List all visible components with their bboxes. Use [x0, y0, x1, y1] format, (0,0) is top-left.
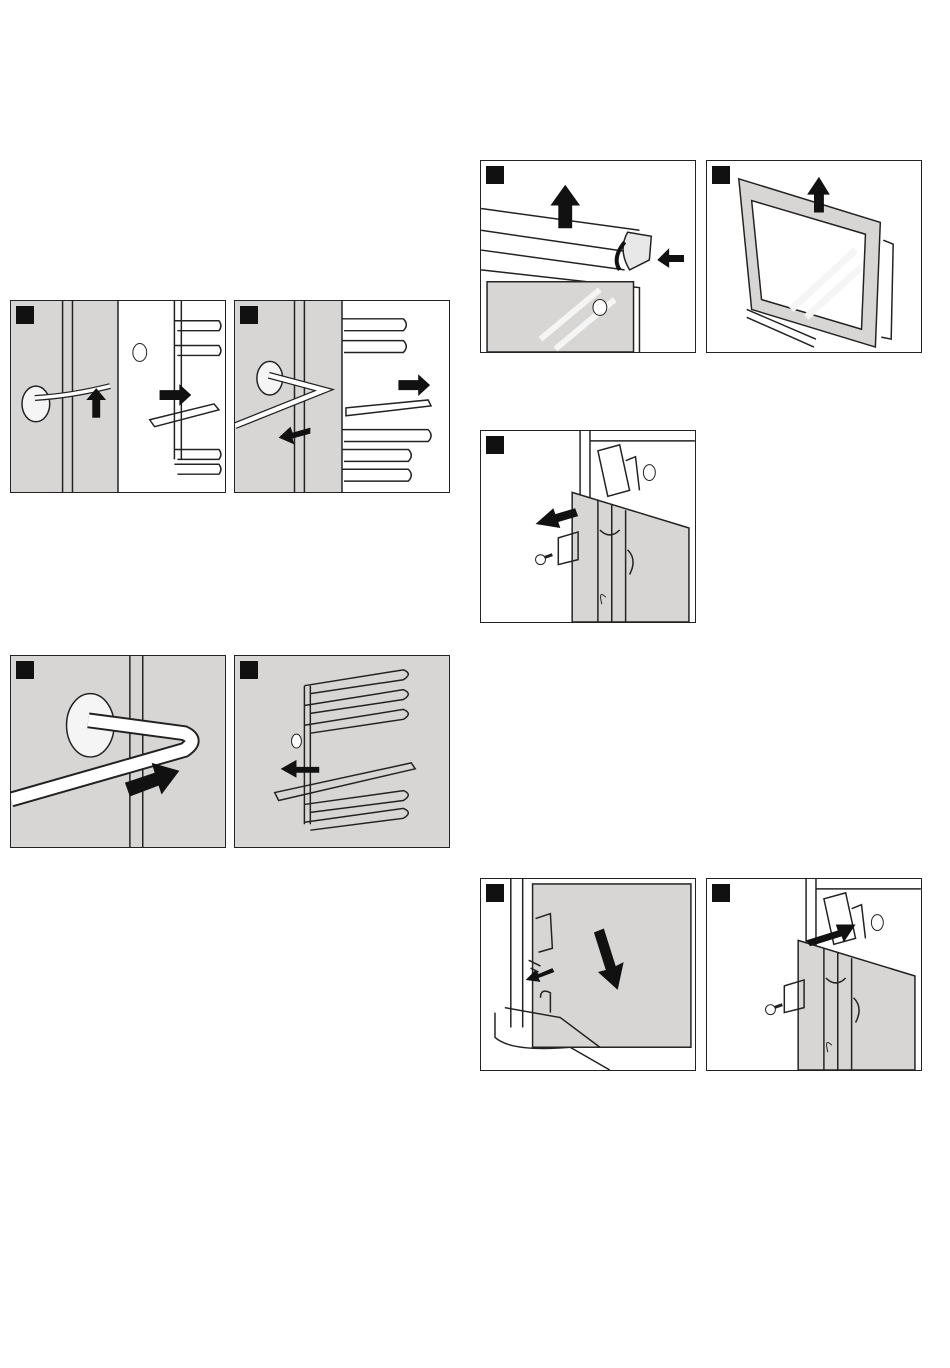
figure-side-panel-remove — [480, 430, 696, 623]
figure-rail-hook-step-2 — [234, 655, 450, 848]
step-marker — [16, 661, 34, 679]
door-trim-lift-illustration — [481, 161, 695, 352]
rail-unhook-pull-illustration — [235, 301, 449, 492]
step-marker — [486, 166, 504, 184]
side-panel-screw-illustration — [707, 879, 921, 1070]
figure-rail-unhook-step-2 — [234, 300, 450, 493]
step-marker — [240, 661, 258, 679]
figure-rail-unhook-step-1 — [10, 300, 226, 493]
step-marker — [486, 436, 504, 454]
step-marker — [486, 884, 504, 902]
figure-side-panel-screw — [706, 878, 922, 1071]
figure-rail-hook-step-1 — [10, 655, 226, 848]
figure-door-glass-lift — [706, 160, 922, 353]
figure-side-panel-insert — [480, 878, 696, 1071]
side-panel-insert-illustration — [481, 879, 695, 1070]
rail-hook-push-illustration — [235, 656, 449, 847]
door-glass-lift-illustration — [707, 161, 921, 352]
step-marker — [712, 166, 730, 184]
figure-door-trim-lift — [480, 160, 696, 353]
step-marker — [240, 306, 258, 324]
step-marker — [16, 306, 34, 324]
side-panel-remove-illustration — [481, 431, 695, 622]
rail-hook-insert-illustration — [11, 656, 225, 847]
rail-unhook-lift-illustration — [11, 301, 225, 492]
step-marker — [712, 884, 730, 902]
